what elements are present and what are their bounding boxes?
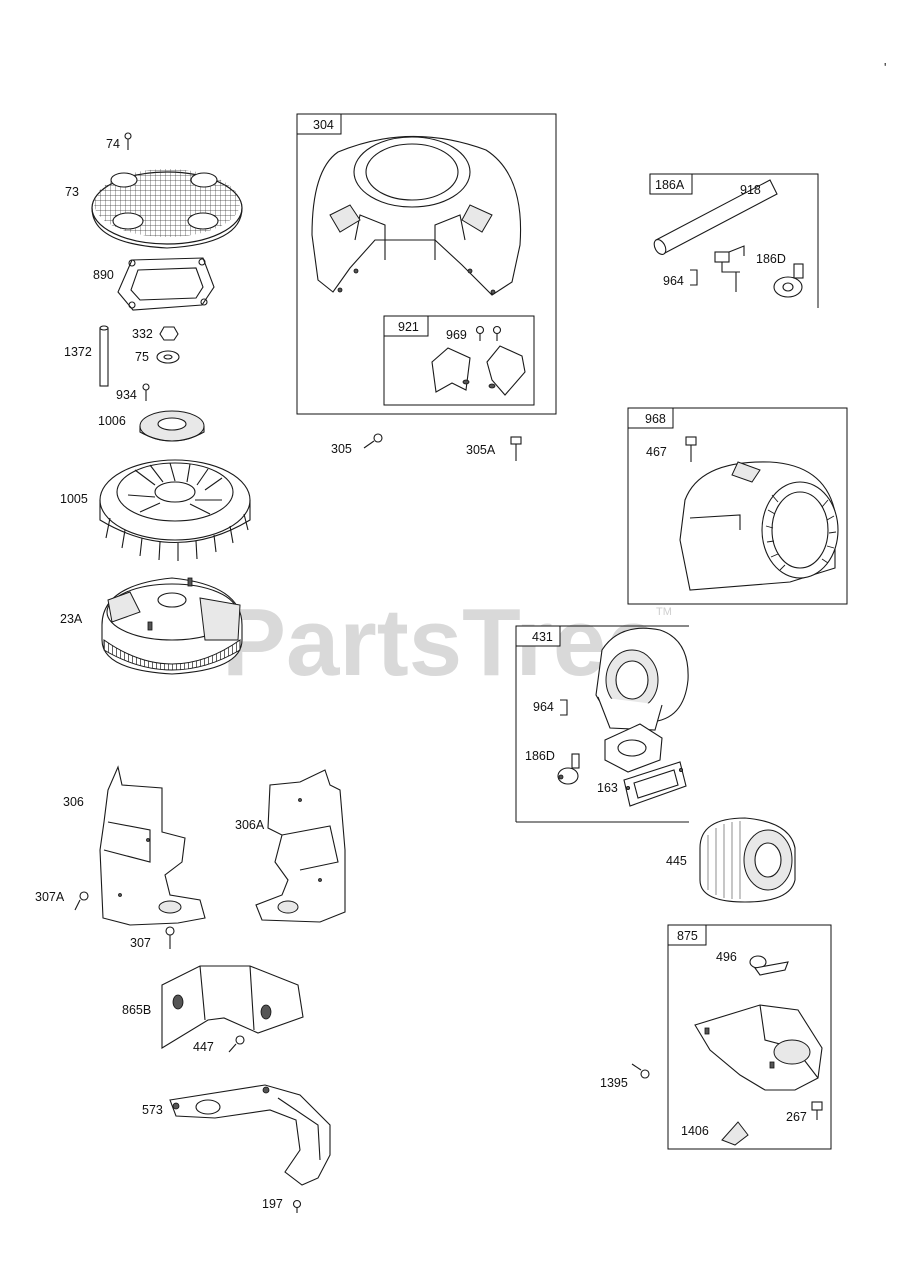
- nut-332: [159, 326, 179, 341]
- breather-tube-918: [653, 179, 778, 255]
- label-964-b: 964: [533, 700, 554, 714]
- gasket-890: [117, 257, 215, 311]
- label-467: 467: [646, 445, 667, 459]
- label-306A: 306A: [235, 818, 265, 832]
- label-890: 890: [93, 268, 114, 282]
- label-74: 74: [106, 137, 120, 151]
- label-431: 431: [532, 630, 553, 644]
- blower-housing-304: [311, 135, 522, 296]
- label-968: 968: [645, 412, 666, 426]
- label-573: 573: [142, 1103, 163, 1117]
- label-305A: 305A: [466, 443, 496, 457]
- fan-adapter-1006: [139, 410, 205, 442]
- rotating-screen-73: [91, 169, 243, 249]
- clamp-964-a: [690, 269, 698, 286]
- bracket-573: [169, 1084, 331, 1186]
- flywheel-23A: [101, 577, 243, 675]
- screw-447: [228, 1035, 245, 1053]
- box-921: [383, 315, 535, 406]
- shroud-306A: [255, 769, 346, 923]
- watermark: PartsTree: [222, 589, 660, 696]
- shroud-306: [99, 765, 206, 926]
- deflector-921: [431, 345, 526, 396]
- label-306: 306: [63, 795, 84, 809]
- screw-1395: [631, 1063, 650, 1079]
- box-875: [667, 924, 832, 1150]
- screw-307: [165, 926, 175, 949]
- tag-921: [383, 315, 429, 337]
- tag-431: [515, 625, 561, 647]
- air-cleaner-431: [595, 627, 689, 773]
- label-73: 73: [65, 185, 79, 199]
- tag-186A: [649, 173, 693, 195]
- label-186D-b: 186D: [525, 749, 555, 763]
- screw-934: [142, 383, 150, 401]
- air-guide-968: [679, 461, 839, 591]
- wedge-1406: [721, 1121, 749, 1146]
- label-447: 447: [193, 1040, 214, 1054]
- label-1406: 1406: [681, 1124, 709, 1138]
- gasket-163: [623, 761, 687, 807]
- label-186A: 186A: [655, 178, 685, 192]
- label-921: 921: [398, 320, 419, 334]
- air-cleaner-base-875: [694, 1004, 823, 1091]
- label-197: 197: [262, 1197, 283, 1211]
- fitting-186D-a: [773, 263, 804, 298]
- label-163: 163: [597, 781, 618, 795]
- clip-496: [749, 955, 789, 976]
- label-75: 75: [135, 350, 149, 364]
- label-186D-a: 186D: [756, 252, 786, 266]
- screw-467: [685, 436, 697, 462]
- box-968: [627, 407, 848, 605]
- label-1006: 1006: [98, 414, 126, 428]
- screw-74: [124, 132, 132, 150]
- label-305: 305: [331, 442, 352, 456]
- label-307: 307: [130, 936, 151, 950]
- label-332: 332: [132, 327, 153, 341]
- label-1005: 1005: [60, 492, 88, 506]
- fan-1005: [99, 459, 251, 561]
- label-23A: 23A: [60, 612, 83, 626]
- label-496: 496: [716, 950, 737, 964]
- label-1372: 1372: [64, 345, 92, 359]
- tag-968: [627, 407, 674, 429]
- label-304: 304: [313, 118, 334, 132]
- clamp-964-b: [560, 699, 568, 716]
- label-307A: 307A: [35, 890, 65, 904]
- label-267: 267: [786, 1110, 807, 1124]
- label-445: 445: [666, 854, 687, 868]
- fitting-186D-b: [557, 753, 580, 785]
- screw-305: [363, 433, 383, 449]
- box-186A: [650, 173, 819, 308]
- washer-75: [156, 350, 180, 364]
- label-964-a: 964: [663, 274, 684, 288]
- screws-969: [475, 325, 502, 341]
- tag-875: [667, 924, 707, 946]
- corner-mark: ': [884, 61, 886, 75]
- baffle-865B: [161, 965, 304, 1049]
- label-875: 875: [677, 929, 698, 943]
- label-865B: 865B: [122, 1003, 151, 1017]
- label-934: 934: [116, 388, 137, 402]
- screw-267: [811, 1101, 823, 1120]
- label-1395: 1395: [600, 1076, 628, 1090]
- tag-304: [296, 113, 342, 135]
- screw-305A: [510, 436, 522, 461]
- label-969: 969: [446, 328, 467, 342]
- stud-1372: [99, 325, 109, 387]
- screw-307A: [74, 891, 89, 911]
- label-918: 918: [740, 183, 761, 197]
- watermark-trademark: TM: [656, 606, 672, 618]
- filter-445: [699, 817, 796, 903]
- box-304: [296, 113, 557, 415]
- fitting-186A: [714, 245, 745, 292]
- screw-197: [292, 1199, 302, 1213]
